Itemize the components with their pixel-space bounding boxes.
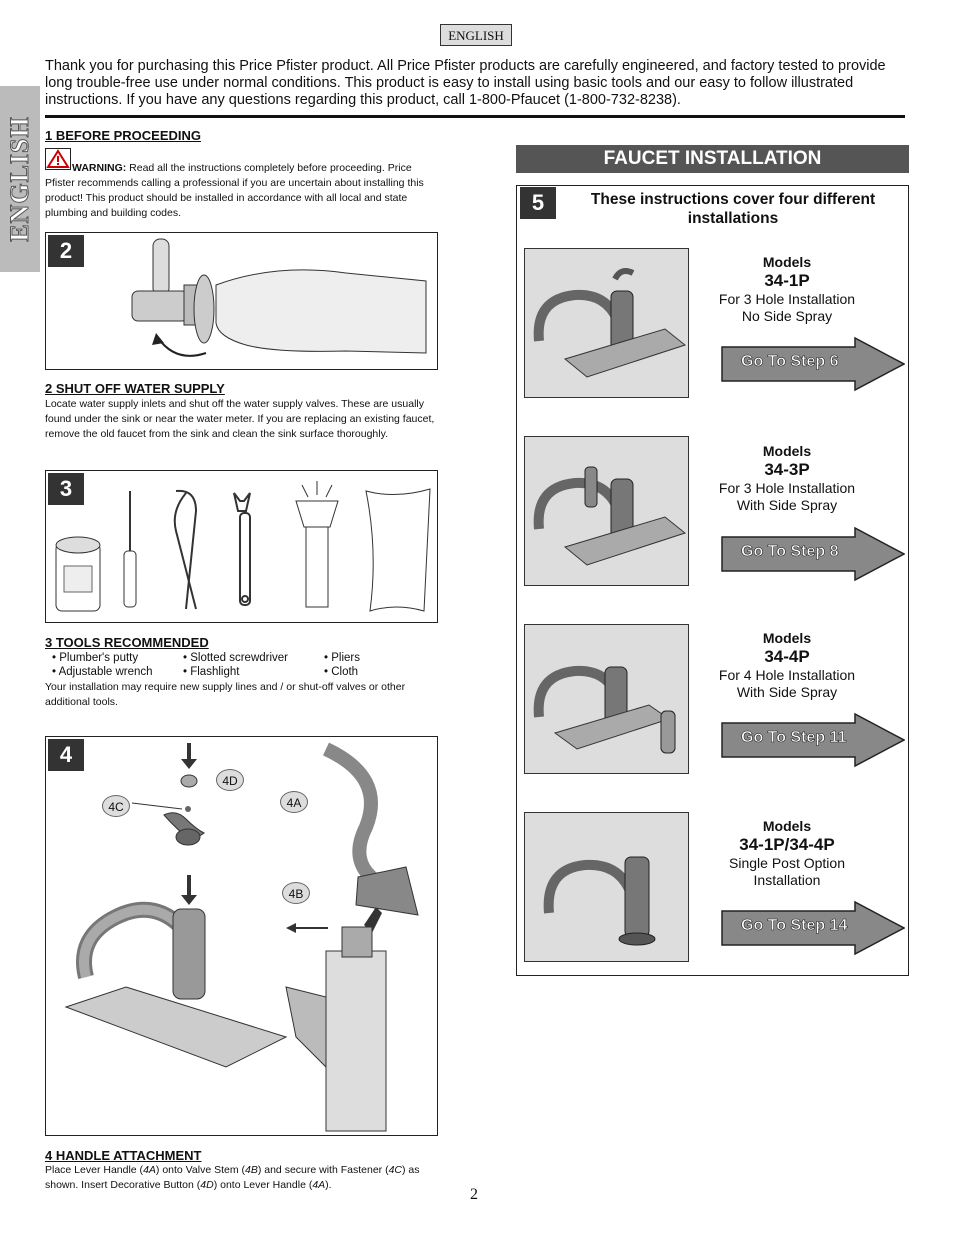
warning-icon	[45, 148, 71, 170]
arrow-right-icon	[721, 713, 905, 767]
tool-item: • Adjustable wrench	[52, 666, 153, 678]
arrow-right-icon	[721, 337, 905, 391]
model-34-3p-image	[524, 436, 689, 586]
tool-item: • Plumber's putty	[52, 652, 139, 664]
model-line1: Single Post Option	[729, 855, 845, 871]
go-to-step-label: Go To Step 11	[741, 729, 847, 747]
header-rule	[45, 115, 905, 118]
model-line2: With Side Spray	[736, 497, 838, 513]
step-5-number: 5	[520, 187, 556, 219]
ref-4b: 4B	[245, 1164, 258, 1176]
adjustable-wrench-icon	[233, 492, 251, 606]
figure-4-number: 4	[48, 739, 84, 771]
section4-heading: 4 HANDLE ATTACHMENT	[45, 1148, 202, 1163]
language-tag: ENGLISH	[440, 24, 512, 46]
model-34-3p-text: Models 34-3P For 3 Hole Installation Wit…	[687, 443, 887, 514]
callout-4d: 4D	[216, 769, 244, 791]
installation-intro: These instructions cover four different …	[590, 191, 876, 227]
model-34-4p-text: Models 34-4P For 4 Hole Installation Wit…	[687, 630, 887, 701]
tools-illustration	[55, 481, 431, 612]
models-label: Models	[762, 630, 812, 646]
flashlight-icon	[295, 481, 339, 608]
language-side-tab: ENGLISH	[0, 86, 40, 272]
faucet-4-hole-icon	[533, 665, 676, 754]
handle-attachment-illustration	[64, 742, 419, 1132]
text-run: ) and secure with Fastener (	[257, 1164, 389, 1176]
tools-list: • Plumber's putty • Slotted screwdriver …	[45, 651, 445, 681]
section4-text: Place Lever Handle (4A) onto Valve Stem …	[45, 1163, 445, 1193]
go-to-step-label: Go To Step 6	[741, 353, 839, 371]
section1-heading: 1 BEFORE PROCEEDING	[45, 128, 202, 143]
models-label: Models	[762, 254, 812, 270]
intro-paragraph: Thank you for purchasing this Price Pfis…	[45, 58, 886, 108]
warning-text: Read all the instructions completely bef…	[45, 162, 424, 219]
text-run: ).	[325, 1179, 332, 1191]
putty-jar-icon	[55, 536, 101, 612]
side-tab-label: ENGLISH	[5, 116, 35, 243]
figure-4: 4 4D 4C 4A 4B	[45, 736, 438, 1136]
callout-4a: 4A	[280, 791, 308, 813]
screwdriver-icon	[123, 491, 137, 608]
text-run: ) onto Valve Stem (	[155, 1164, 245, 1176]
cloth-icon	[365, 488, 431, 612]
model-line1: For 3 Hole Installation	[718, 291, 856, 307]
installation-box: 5 These instructions cover four differen…	[516, 185, 909, 976]
warning-label: WARNING:	[72, 162, 127, 174]
faucet-installation-title: FAUCET INSTALLATION	[516, 145, 909, 173]
text-run: ) onto Lever Handle (	[213, 1179, 313, 1191]
models-label: Models	[762, 443, 812, 459]
faucet-with-spray-icon	[533, 466, 687, 566]
section2-text: Locate water supply inlets and shut off …	[45, 398, 435, 440]
faucet-no-spray-icon	[533, 268, 687, 378]
ref-4d: 4D	[200, 1179, 214, 1191]
text-run: ) as shown. Insert Decorative Button (	[45, 1164, 420, 1191]
section3-heading: 3 TOOLS RECOMMENDED	[45, 635, 209, 650]
pliers-icon	[173, 489, 198, 610]
model-number: 34-4P	[764, 647, 810, 666]
text-run: Place Lever Handle (	[45, 1164, 144, 1176]
figure-2: 2	[45, 232, 438, 370]
model-34-1p-text: Models 34-1P For 3 Hole Installation No …	[687, 254, 887, 325]
model-line2: With Side Spray	[736, 684, 838, 700]
model-line2: Installation	[753, 872, 821, 888]
ref-4a: 4A	[143, 1164, 156, 1176]
callout-4c: 4C	[102, 795, 130, 817]
go-to-step-11-arrow[interactable]: Go To Step 11	[721, 713, 905, 767]
figure-2-number: 2	[48, 235, 84, 267]
warning-block: WARNING: Read all the instructions compl…	[45, 148, 440, 221]
model-line1: For 3 Hole Installation	[718, 480, 856, 496]
section3-note: Your installation may require new supply…	[45, 681, 406, 708]
model-number: 34-1P	[764, 271, 810, 290]
model-number: 34-3P	[764, 460, 810, 479]
ref-4c: 4C	[388, 1164, 403, 1176]
go-to-step-6-arrow[interactable]: Go To Step 6	[721, 337, 905, 391]
model-line2: No Side Spray	[741, 308, 833, 324]
model-34-4p-image	[524, 624, 689, 774]
models-label: Models	[762, 818, 812, 834]
ref-4a: 4A	[312, 1179, 326, 1191]
tool-item: • Slotted screwdriver	[183, 652, 289, 664]
page-number: 2	[470, 1186, 478, 1203]
go-to-step-label: Go To Step 8	[741, 543, 839, 561]
model-line1: For 4 Hole Installation	[718, 667, 856, 683]
model-single-post-text: Models 34-1P/34-4P Single Post Option In…	[687, 818, 887, 889]
arrow-right-icon	[721, 527, 905, 581]
figure-3-number: 3	[48, 473, 84, 505]
model-number: 34-1P/34-4P	[739, 835, 835, 854]
arrow-right-icon	[721, 901, 905, 955]
go-to-step-label: Go To Step 14	[741, 917, 848, 935]
shut-off-valve-illustration	[131, 238, 427, 357]
model-single-post-image	[524, 812, 689, 962]
callout-4b: 4B	[282, 882, 310, 904]
tool-item: • Flashlight	[183, 666, 240, 678]
faucet-single-post-icon	[543, 856, 656, 946]
section2-heading: 2 SHUT OFF WATER SUPPLY	[45, 381, 225, 396]
tool-item: • Cloth	[324, 666, 359, 678]
figure-3: 3	[45, 470, 438, 623]
tool-item: • Pliers	[324, 652, 360, 664]
model-34-1p-image	[524, 248, 689, 398]
go-to-step-8-arrow[interactable]: Go To Step 8	[721, 527, 905, 581]
go-to-step-14-arrow[interactable]: Go To Step 14	[721, 901, 905, 955]
